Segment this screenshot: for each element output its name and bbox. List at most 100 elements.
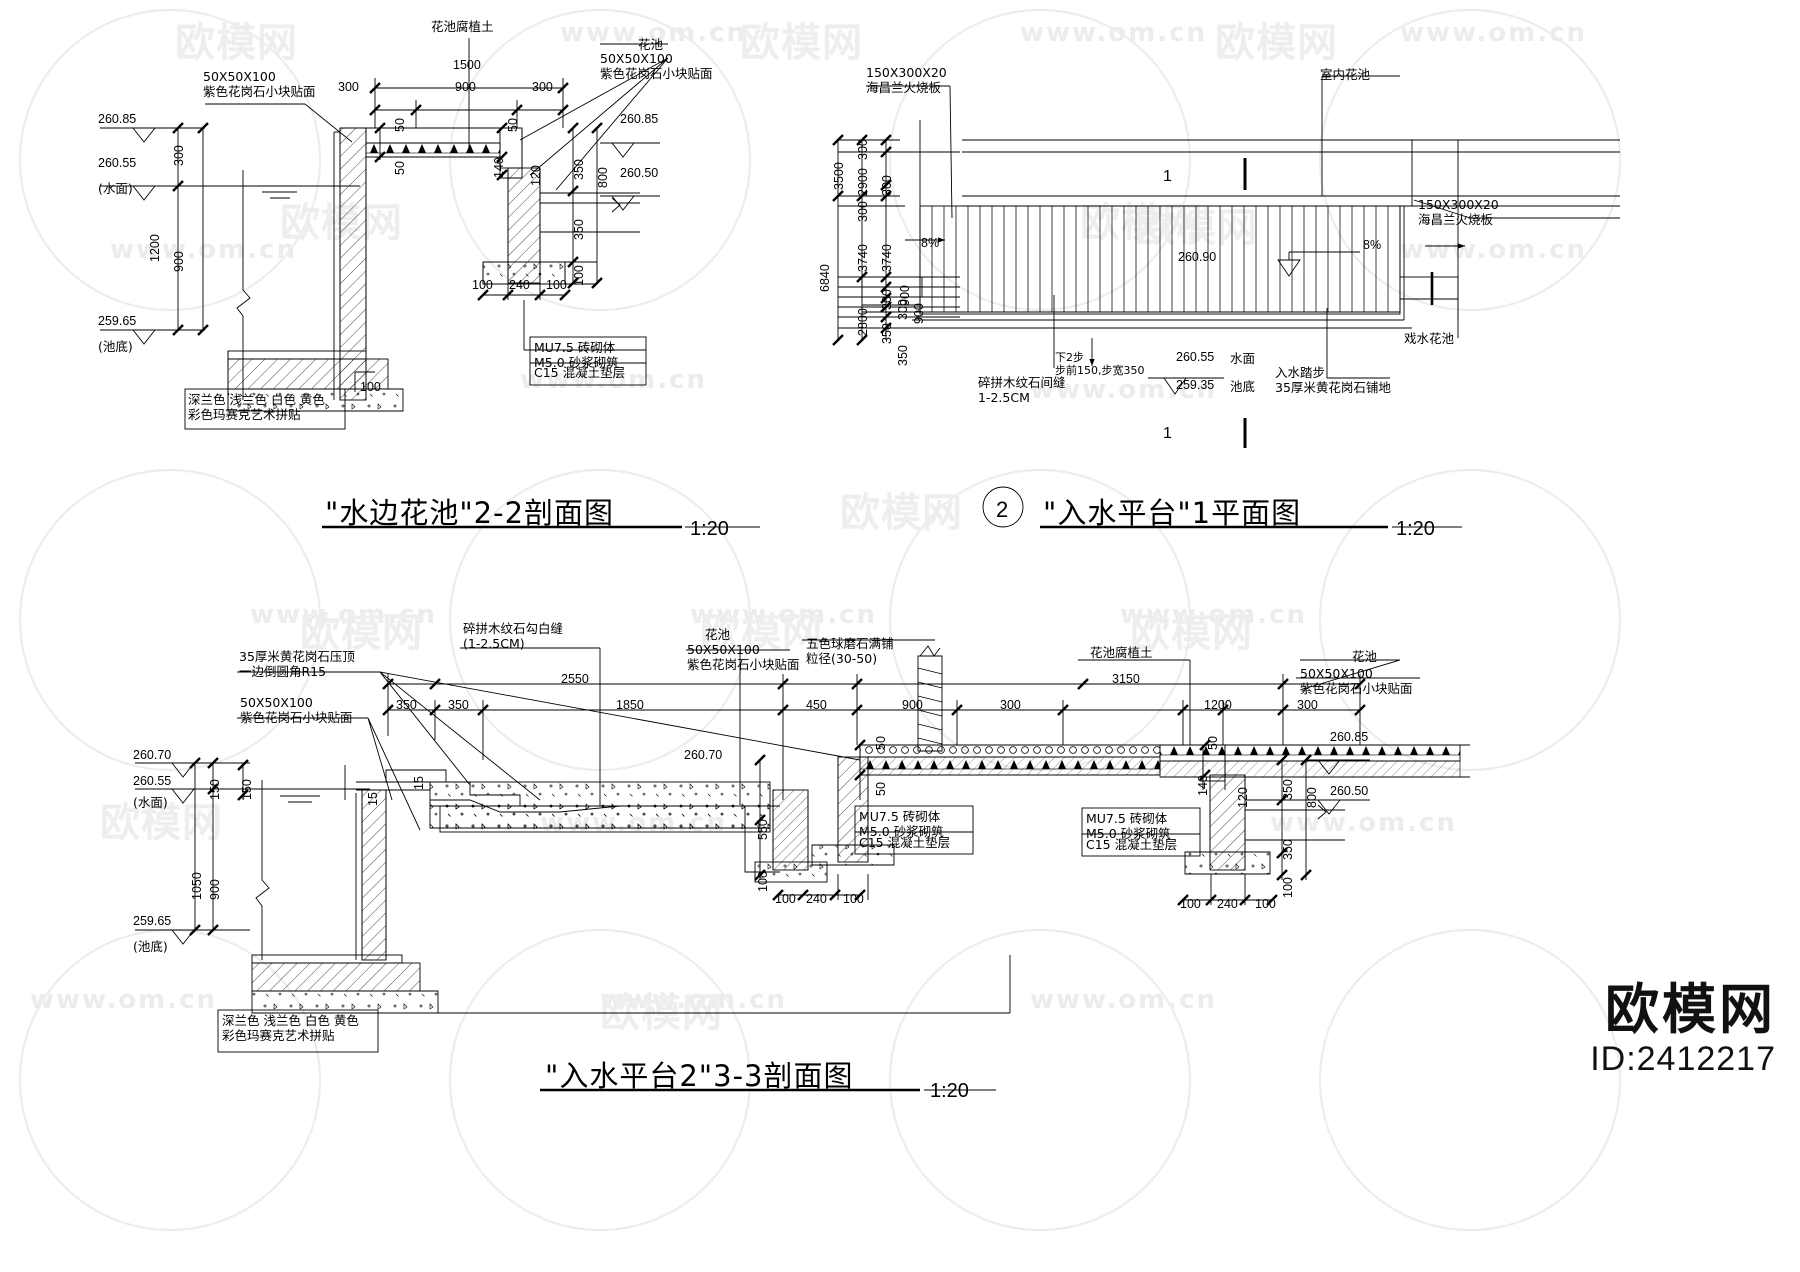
dim-v: 300: [172, 145, 186, 166]
note-granite-cap: 35厚米黄花岗石压顶 一边倒圆角R15: [239, 649, 355, 679]
dim-v: 1200: [148, 234, 162, 262]
elevation-value: 260.55: [133, 774, 172, 788]
elevation-tag: (水面): [98, 181, 133, 196]
dim-v: 50: [874, 736, 888, 750]
note-granite-facing-5: 50X50X100 紫色花岗石小块贴面: [1300, 666, 1413, 696]
slope-value: 8%: [1363, 238, 1382, 252]
dim-h: 3150: [1112, 672, 1140, 686]
note-flower-pool-4: 花池: [1352, 649, 1378, 664]
elevation-value: 260.55: [98, 156, 137, 170]
note-wood-grain-joint: 碎拼木纹石勾白缝 (1-2.5CM): [463, 621, 564, 651]
note-pebble-paving: 五色球磨石满铺 粒径(30-50): [806, 636, 894, 666]
dim-h: 100: [843, 892, 864, 906]
detail-3-scale: 1:20: [930, 1080, 969, 1102]
dim-v: 1050: [190, 872, 204, 900]
dim-h: 450: [806, 698, 827, 712]
dim-v: 15: [412, 776, 426, 790]
dim-v: 50: [393, 118, 407, 132]
dim-v: 2900: [856, 168, 870, 196]
dim-v: 900: [912, 303, 926, 324]
detail-1-scale: 1:20: [690, 518, 729, 540]
note-flower-pool-1: 花池: [638, 37, 664, 52]
site-logo-brand: 欧模网: [1605, 978, 1776, 1041]
section-mark-top: 1: [1163, 168, 1172, 185]
dim-h: 100: [775, 892, 796, 906]
dim-v: 100: [756, 871, 770, 892]
note-indoor-planter: 室内花池: [1320, 67, 1371, 82]
label-water-surface: 水面: [1230, 351, 1256, 366]
note-flower-pool-3: 花池: [705, 627, 731, 642]
elevation-value: 260.85: [98, 112, 137, 126]
dim-h: 100: [1255, 897, 1276, 911]
dim-v: 150: [240, 779, 254, 800]
detail-2-geometry: [832, 75, 1620, 529]
note-granite-facing-1: 50X50X100 紫色花岗石小块贴面: [203, 69, 316, 99]
dim-v: 50: [393, 161, 407, 175]
dim-v: 140: [1196, 775, 1210, 796]
dim-h: 900: [902, 698, 923, 712]
note-brick-masonry-3: MU7.5 砖砌体 M5.0 砂浆砌筑: [1086, 811, 1171, 841]
elevation-value: 260.85: [620, 112, 659, 126]
dim-h: 240: [806, 892, 827, 906]
dim-v: 3740: [856, 244, 870, 272]
detail-2-title: "入水平台"1平面图: [1043, 496, 1302, 530]
dim-h: 100: [546, 278, 567, 292]
note-concrete-base-1: C15 混凝土垫层: [534, 365, 626, 380]
elevation-value: 260.50: [620, 166, 659, 180]
dim-v: 550: [756, 819, 770, 840]
dim-v: 900: [208, 879, 222, 900]
dim-v: 300: [880, 289, 894, 310]
dim-h: 2550: [561, 672, 589, 686]
note-planter-soil-1: 花池腐植土: [431, 19, 494, 34]
dim-h: 1850: [616, 698, 644, 712]
detail-2-scale: 1:20: [1396, 518, 1435, 540]
note-mosaic-2: 深兰色 浅兰色 白色 黄色 彩色玛赛克艺术拼贴: [222, 1013, 359, 1043]
site-logo: 欧模网: [1605, 965, 1776, 1044]
note-entry-steps: 入水踏步 35厚米黄花岗石铺地: [1275, 365, 1391, 395]
elevation-tag: (池底): [98, 339, 133, 354]
dim-v: 800: [596, 167, 610, 188]
elevation-tag: (水面): [133, 795, 168, 810]
dim-h: 300: [338, 80, 359, 94]
dim-h: 100: [1180, 897, 1201, 911]
dim-v: 300: [880, 175, 894, 196]
detail-1-title: "水边花池"2-2剖面图: [325, 496, 615, 530]
dim-h: 300: [1000, 698, 1021, 712]
elevation-value: 259.65: [133, 914, 172, 928]
dim-h: 1200: [1204, 698, 1232, 712]
note-concrete-base-3: C15 混凝土垫层: [1086, 837, 1178, 852]
dim-v: 3500: [832, 162, 846, 190]
dim-v: 100: [1281, 877, 1295, 898]
dim-v: 120: [1236, 787, 1250, 808]
dim-v: 6840: [818, 264, 832, 292]
dim-h: 1500: [453, 58, 481, 72]
dim-h: 900: [455, 80, 476, 94]
note-concrete-base-2: C15 混凝土垫层: [859, 835, 951, 850]
elevation-value: 260.85: [1330, 730, 1369, 744]
dim-h: 300: [532, 80, 553, 94]
dim-h: 100: [360, 380, 381, 394]
detail-3-title: "入水平台2"3-3剖面图: [545, 1059, 854, 1093]
dim-v: 50: [1206, 736, 1220, 750]
dim-v: 300: [856, 139, 870, 160]
note-mosaic-1: 深兰色 浅兰色 白色 黄色 彩色玛赛克艺术拼贴: [188, 392, 325, 422]
dim-v: 350: [1281, 839, 1295, 860]
detail-1-geometry: [100, 38, 760, 529]
note-granite-facing-2: 50X50X100 紫色花岗石小块贴面: [600, 51, 713, 81]
dim-v: 350: [880, 323, 894, 344]
dim-v: 15: [366, 792, 380, 806]
dim-v: 350: [896, 345, 910, 366]
elevation-value: 259.35: [1176, 378, 1215, 392]
dim-v: 350: [572, 219, 586, 240]
dim-v: 800: [1305, 787, 1319, 808]
note-granite-facing-3: 50X50X100 紫色花岗石小块贴面: [240, 695, 353, 725]
note-granite-board-top: 150X300X20 海昌兰火烧板: [866, 65, 947, 95]
elevation-value: 260.50: [1330, 784, 1369, 798]
note-wood-grain-stone: 碎拼木纹石间缝 1-2.5CM: [978, 375, 1066, 405]
detail-3-geometry: [135, 639, 1470, 1092]
dim-v: 50: [874, 782, 888, 796]
elevation-tag: (池底): [133, 939, 168, 954]
dim-v: 350: [1281, 779, 1295, 800]
